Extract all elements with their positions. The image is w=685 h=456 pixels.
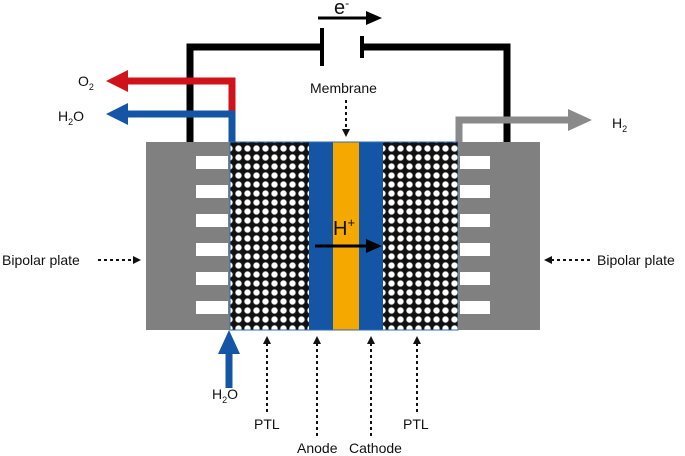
channel (196, 156, 228, 169)
membrane-layer (333, 142, 359, 330)
channel (460, 243, 490, 256)
electron-label: e- (334, 0, 349, 19)
bipolar-left-label: Bipolar plate (2, 252, 80, 268)
cell-stack: H+ (146, 141, 540, 331)
h2o-outlet-pipe (128, 110, 236, 143)
channel (460, 185, 490, 198)
h2-outlet-pipe (455, 116, 568, 143)
flow-channels-left (196, 156, 228, 314)
h2o-inlet-arrow-head (218, 330, 240, 354)
cathode-wire (362, 43, 511, 143)
channel (196, 185, 228, 198)
ptl-right (383, 142, 458, 330)
anode-label: Anode (297, 440, 338, 456)
flow-arrows: O2 H2O H2 H2O (58, 70, 627, 405)
channel (196, 301, 228, 314)
channel (460, 156, 490, 169)
channel (460, 301, 490, 314)
channel (196, 243, 228, 256)
h2-arrow-head (568, 109, 592, 131)
flow-channels-right (460, 156, 490, 314)
channel (196, 214, 228, 227)
o2-label: O2 (78, 73, 94, 92)
anode-layer (309, 142, 333, 330)
ptl-left (230, 142, 309, 330)
cathode-label: Cathode (349, 440, 402, 456)
h2o-outlet-arrow-head (106, 103, 128, 125)
callouts: Membrane Bipolar plate Bipolar plate PTL… (2, 80, 675, 456)
membrane-label: Membrane (310, 80, 377, 96)
electron-arrow-head (366, 11, 382, 25)
proton-label: H+ (333, 215, 355, 240)
proton-arrow-head (366, 239, 382, 253)
anode-wire (186, 43, 322, 143)
h2o-outlet-label: H2O (58, 108, 84, 127)
channel (460, 214, 490, 227)
bipolar-right-label: Bipolar plate (597, 252, 675, 268)
h2-label: H2 (612, 115, 627, 134)
o2-arrow-head (106, 70, 128, 92)
ptl-left-label: PTL (254, 416, 280, 432)
channel (460, 272, 490, 285)
channel (196, 272, 228, 285)
ptl-right-label: PTL (403, 416, 429, 432)
h2o-inlet-label: H2O (212, 386, 238, 405)
bipolar-plate-right (458, 142, 540, 330)
bipolar-plate-left (146, 142, 230, 330)
cathode-layer (359, 142, 383, 330)
